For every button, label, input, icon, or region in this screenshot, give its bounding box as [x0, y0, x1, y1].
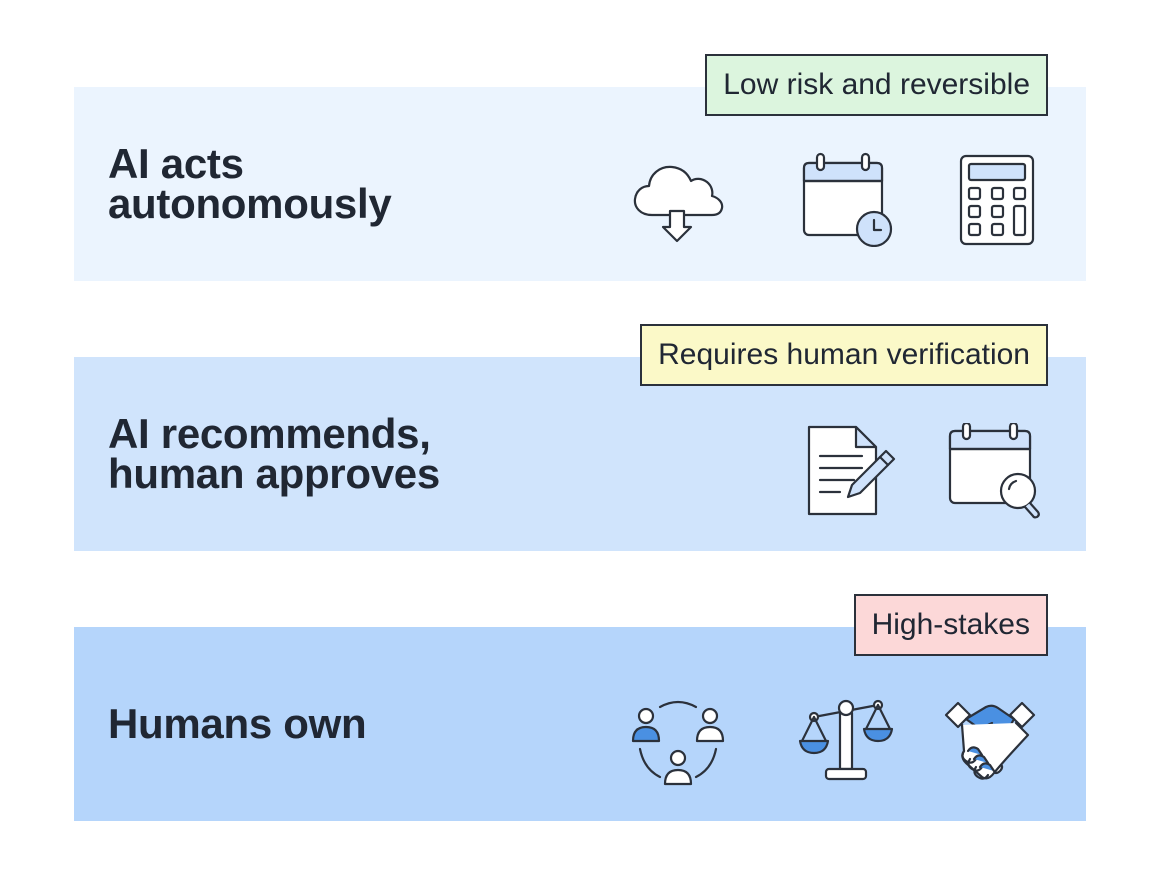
cloud-download-icon — [630, 151, 726, 247]
tier-title-line: human approves — [108, 450, 440, 497]
document-edit-icon — [804, 423, 900, 519]
tier-title-line: AI acts — [108, 140, 244, 187]
handshake-icon — [942, 693, 1038, 789]
calendar-search-icon — [946, 423, 1042, 519]
risk-badge-verification: Requires human verification — [640, 324, 1048, 386]
tier-title: AI recommends, human approves — [108, 357, 440, 551]
calculator-icon — [954, 151, 1050, 247]
tier-ai-recommends-human-approves: AI recommends, human approves Requires h… — [74, 324, 1086, 551]
tier-title: AI acts autonomously — [108, 87, 392, 281]
team-people-icon — [630, 695, 726, 791]
risk-badge-low: Low risk and reversible — [705, 54, 1048, 116]
tier-title-line: AI recommends, — [108, 410, 431, 457]
tier-title-line: Humans own — [108, 700, 367, 747]
calendar-clock-icon — [798, 151, 894, 247]
balance-scale-icon — [798, 691, 894, 787]
tier-title: Humans own — [108, 627, 367, 821]
tier-humans-own: Humans own High-stakes — [74, 594, 1086, 821]
risk-badge-high: High-stakes — [853, 594, 1048, 656]
tier-title-line: autonomously — [108, 180, 392, 227]
tier-ai-acts-autonomously: AI acts autonomously Low risk and revers… — [74, 54, 1086, 281]
